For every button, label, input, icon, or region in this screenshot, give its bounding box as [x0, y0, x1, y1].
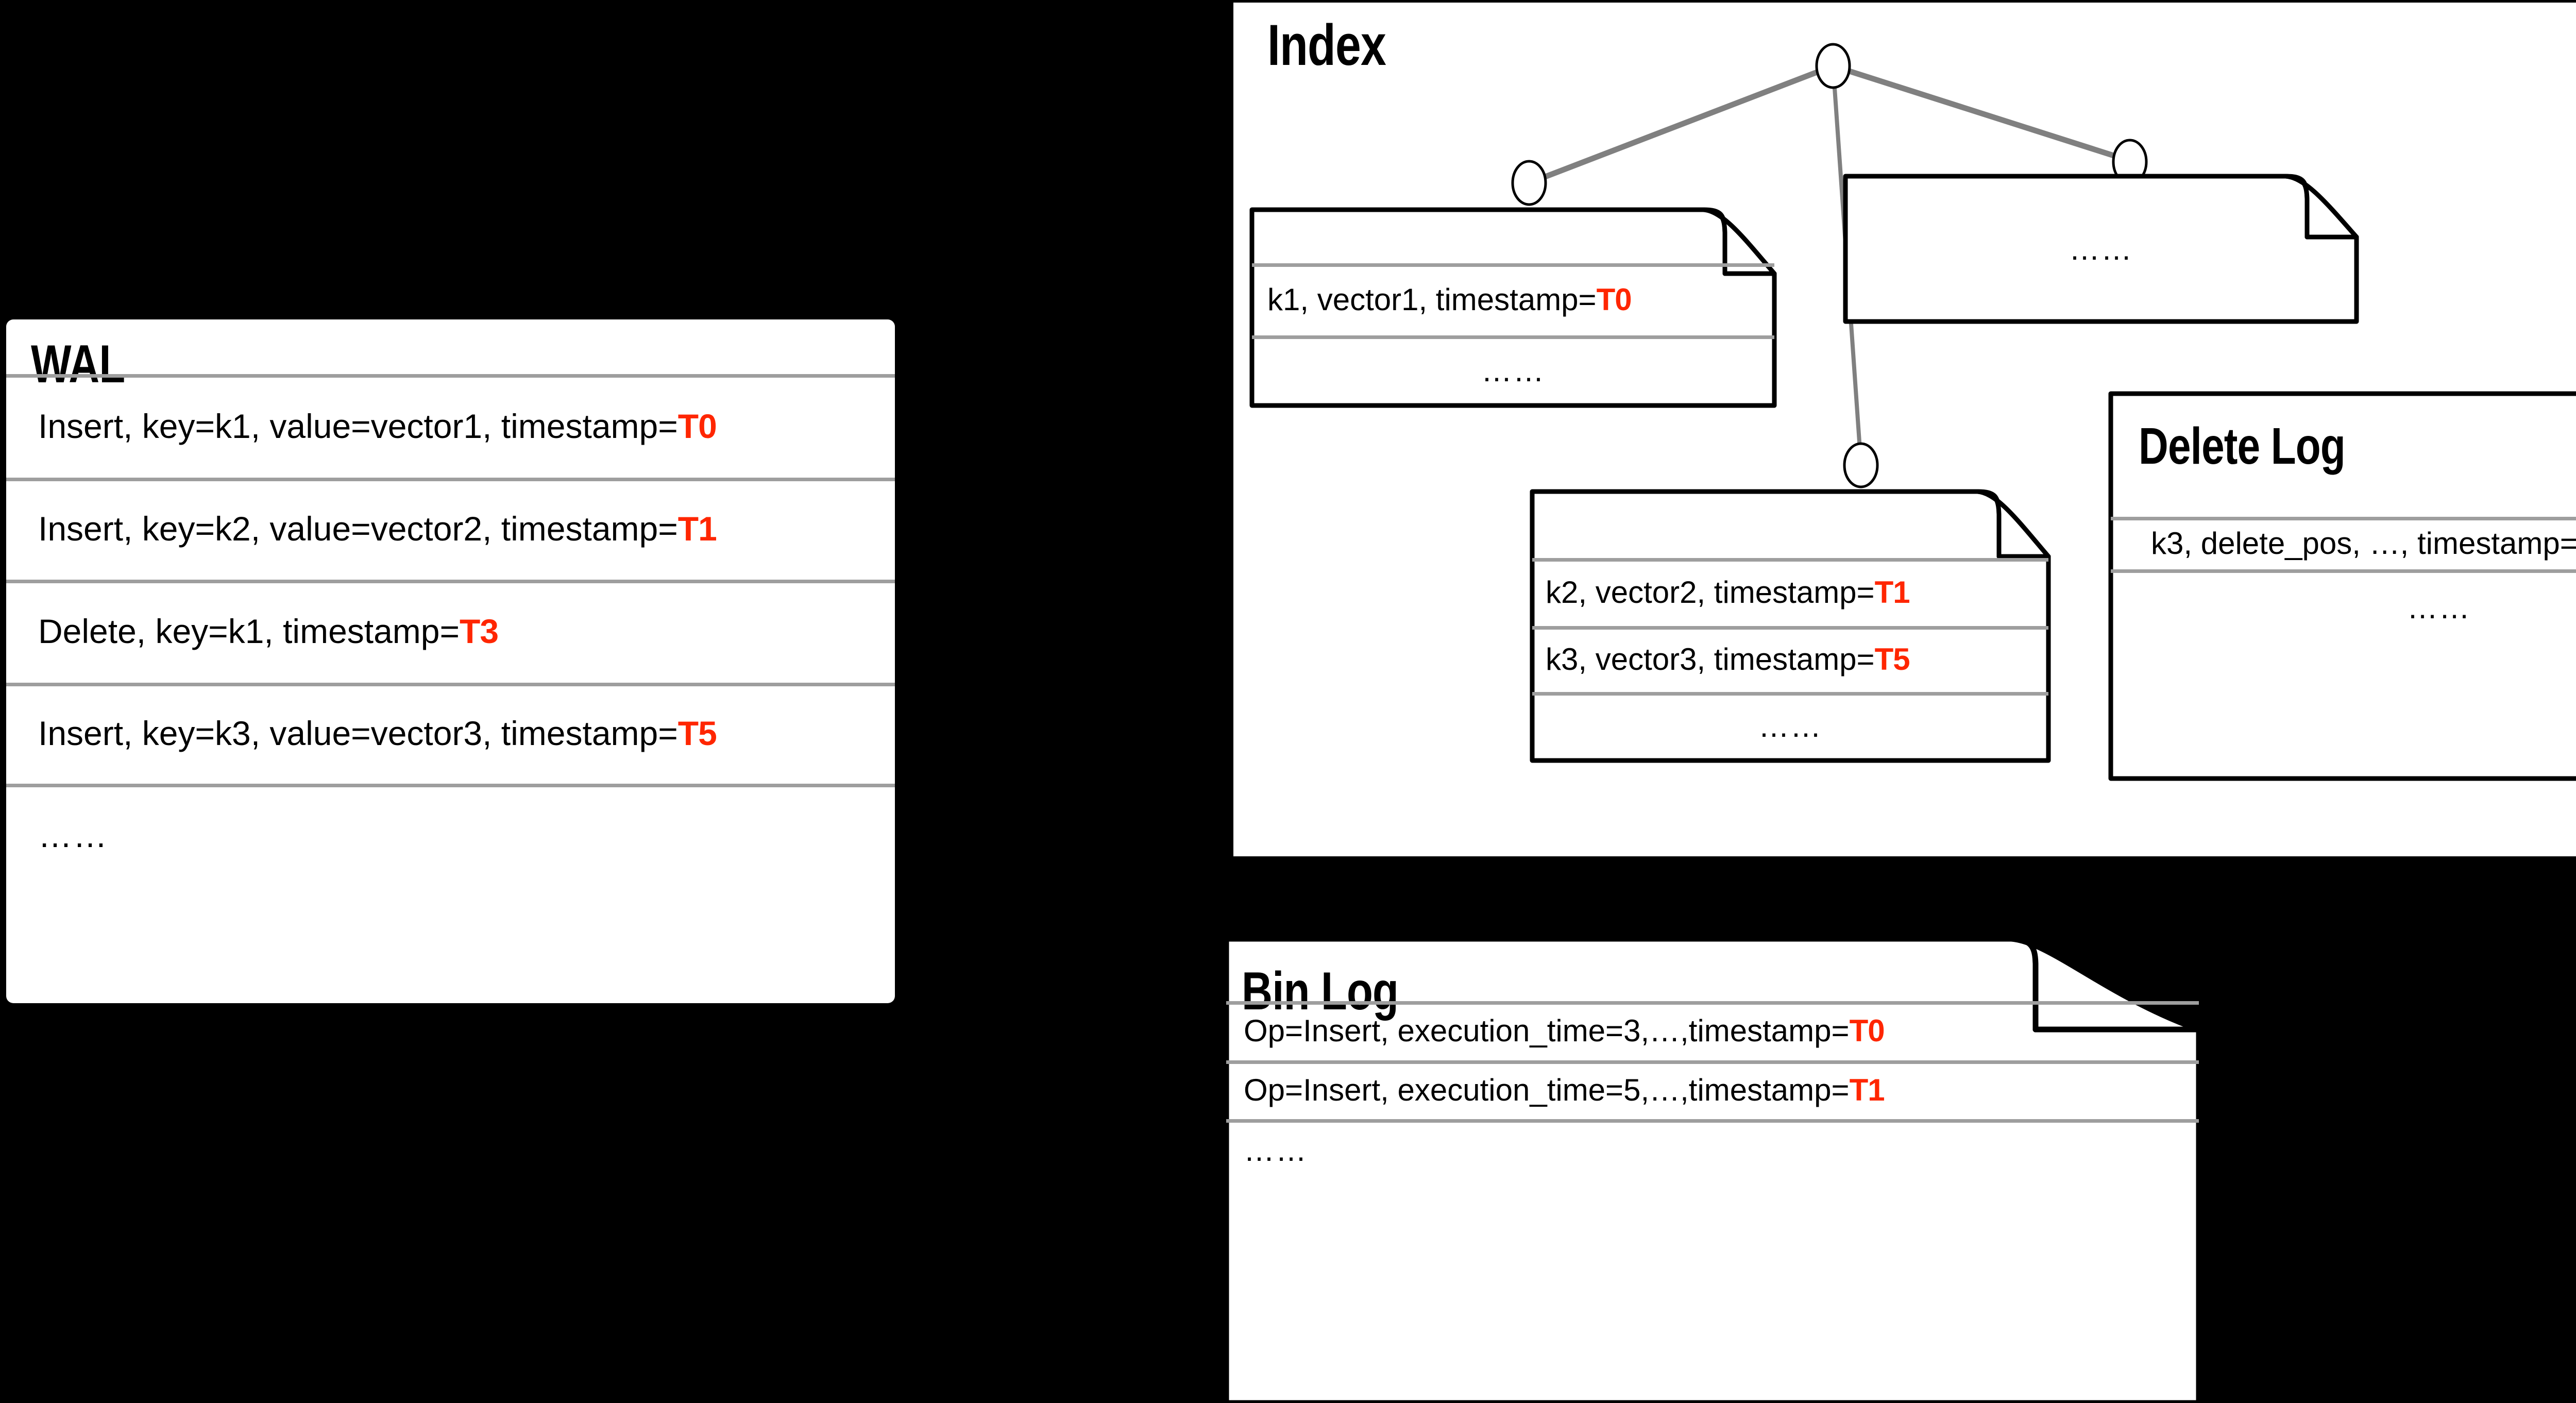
bin-log-divider-3	[1226, 1119, 2199, 1123]
wal-divider-5	[6, 784, 895, 787]
wal-row-4: ……	[6, 784, 895, 887]
wal-row-2: Delete, key=k1, timestamp=T3	[6, 580, 895, 683]
bin-log-row-1-text: Op=Insert, execution_time=5,…,timestamp=	[1244, 1072, 1850, 1107]
bin-log-row-0-timestamp: T0	[1849, 1013, 1885, 1048]
wal-row-0-timestamp: T0	[677, 407, 717, 445]
wal-row-0-text: Insert, key=k1, value=vector1, timestamp…	[38, 407, 678, 445]
doc-k1-row-1-text: ……	[1481, 353, 1545, 388]
doc-k2k3-row-2: ……	[1532, 692, 2048, 760]
bin-log-title: Bin Log	[1242, 961, 1399, 1021]
wal-row-0: Insert, key=k1, value=vector1, timestamp…	[6, 374, 895, 478]
wal-row-1: Insert, key=k2, value=vector2, timestamp…	[6, 478, 895, 580]
wal-row-4-text: ……	[38, 816, 108, 854]
doc-k1-row-1: ……	[1252, 335, 1774, 405]
doc-k2k3-row-2-text: ……	[1758, 709, 1822, 743]
delete-log-title: Delete Log	[2139, 417, 2346, 475]
doc-k1-row-0-text: k1, vector1, timestamp=	[1267, 282, 1597, 317]
doc-k1-divider-2	[1252, 335, 1774, 339]
wal-panel	[6, 319, 895, 1003]
doc-k1-row-0: k1, vector1, timestamp=T0	[1261, 263, 1774, 335]
delete-log-row-1-text: ……	[2407, 590, 2471, 625]
wal-row-2-text: Delete, key=k1, timestamp=	[38, 612, 460, 650]
doc-k2k3-divider-3	[1532, 692, 2048, 696]
doc-body-path	[2108, 391, 2576, 781]
index-doc-ellipsis: ……	[1843, 174, 2359, 324]
doc-fold-path	[2008, 936, 2202, 1033]
index-doc-k1: k1, vector1, timestamp=T0 ……	[1249, 207, 1777, 408]
doc-k2k3-row-0: k2, vector2, timestamp=T1	[1539, 558, 2048, 626]
wal-divider-1	[6, 374, 895, 378]
wal-row-2-timestamp: T3	[460, 612, 499, 650]
doc-k2k3-divider-2	[1532, 626, 2048, 630]
doc-k2k3-divider-1	[1532, 558, 2048, 562]
delete-log-row-1: ……	[2111, 569, 2576, 779]
doc-fold-path	[1701, 207, 1777, 276]
wal-title: WAL	[31, 334, 125, 394]
wal-divider-2	[6, 478, 895, 481]
index-doc-k2k3: k2, vector2, timestamp=T1 k3, vector3, t…	[1530, 489, 2051, 763]
bin-log-divider-1	[1226, 1001, 2199, 1005]
doc-k2k3-row-1-timestamp: T5	[1874, 641, 1910, 677]
delete-log-row-0: k3, delete_pos, …, timestamp=T3	[2122, 517, 2576, 569]
doc-ellipsis-row-0: ……	[1845, 174, 2357, 324]
doc-ellipsis-row-0-text: ……	[2069, 231, 2133, 266]
bin-log-row-2: ……	[1226, 1119, 2199, 1181]
bin-log-row-0: Op=Insert, execution_time=3,…,timestamp=…	[1226, 1001, 2199, 1060]
doc-k2k3-row-0-timestamp: T1	[1874, 574, 1910, 610]
delete-log-divider-1	[2111, 517, 2576, 520]
bin-log-row-2-text: ……	[1244, 1132, 1308, 1168]
doc-k2k3-row-0-text: k2, vector2, timestamp=	[1546, 574, 1875, 610]
wal-row-1-text: Insert, key=k2, value=vector2, timestamp…	[38, 510, 678, 548]
doc-k2k3-row-1-text: k3, vector3, timestamp=	[1546, 641, 1875, 677]
bin-log-divider-2	[1226, 1060, 2199, 1064]
delete-log-doc: Delete Log k3, delete_pos, …, timestamp=…	[2108, 391, 2576, 781]
wal-row-3-text: Insert, key=k3, value=vector3, timestamp…	[38, 714, 678, 752]
bin-log-doc: Bin Log Op=Insert, execution_time=3,…,ti…	[1223, 936, 2202, 1403]
doc-fold-path	[1975, 489, 2051, 559]
delete-log-divider-2	[2111, 569, 2576, 573]
doc-fold-path	[2283, 174, 2359, 240]
doc-k1-divider-1	[1252, 263, 1774, 267]
wal-row-3-timestamp: T5	[677, 714, 717, 752]
wal-divider-4	[6, 683, 895, 686]
bin-log-row-1: Op=Insert, execution_time=5,…,timestamp=…	[1226, 1060, 2199, 1119]
bin-log-row-0-text: Op=Insert, execution_time=3,…,timestamp=	[1244, 1013, 1850, 1048]
delete-log-row-0-text: k3, delete_pos, …, timestamp=	[2151, 526, 2576, 561]
wal-row-3: Insert, key=k3, value=vector3, timestamp…	[6, 683, 895, 784]
doc-k1-row-0-timestamp: T0	[1596, 282, 1632, 317]
bin-log-row-1-timestamp: T1	[1849, 1072, 1885, 1107]
wal-row-1-timestamp: T1	[677, 510, 717, 548]
doc-k2k3-row-1: k3, vector3, timestamp=T5	[1539, 626, 2048, 692]
index-title: Index	[1267, 13, 1386, 77]
wal-divider-3	[6, 580, 895, 583]
